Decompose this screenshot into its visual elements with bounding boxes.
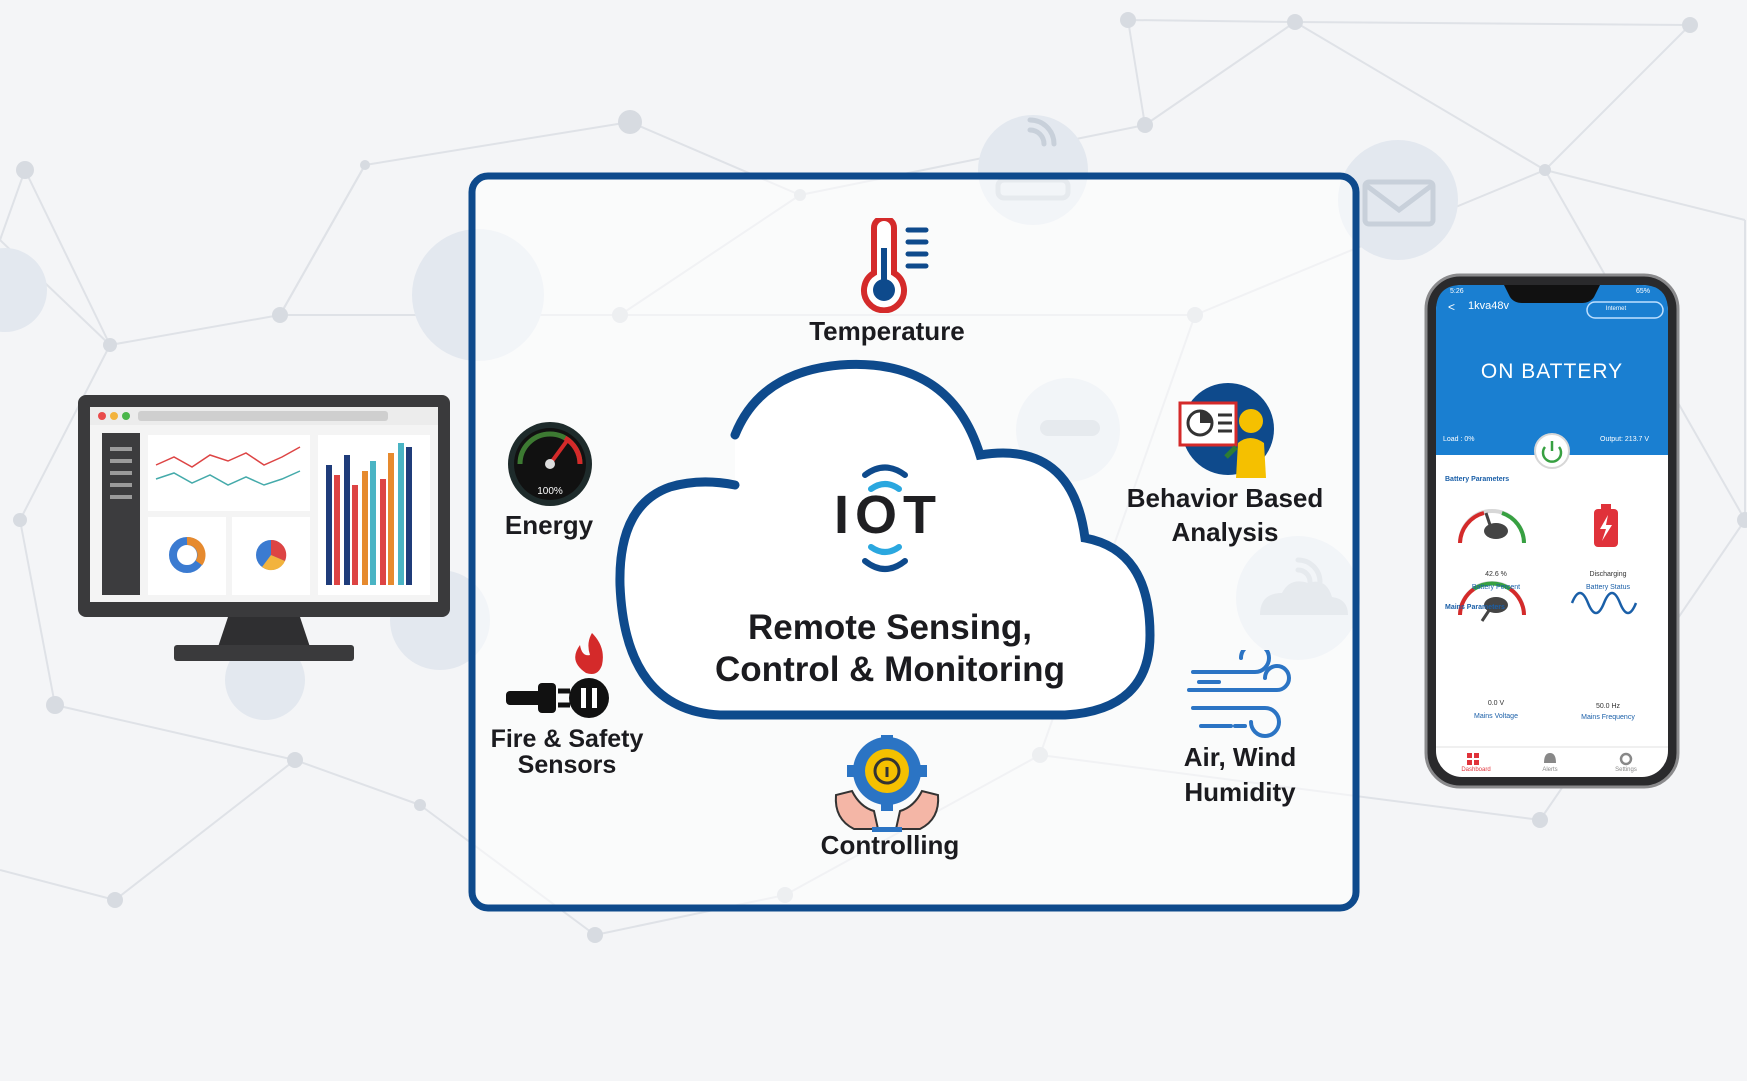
fire-label-line2: Sensors bbox=[517, 751, 617, 779]
phone-battery-percent-value: 42.6 % bbox=[1485, 571, 1507, 578]
smartphone-frame bbox=[1424, 273, 1680, 789]
desktop-monitor-illustration bbox=[78, 395, 450, 661]
phone-nav-dashboard[interactable]: Dashboard bbox=[1461, 767, 1491, 773]
phone-mains-freq-label: Mains Frequency bbox=[1581, 714, 1635, 721]
phone-mains-freq-value: 50.0 Hz bbox=[1595, 703, 1621, 710]
temperature-label: Temperature bbox=[809, 316, 965, 346]
energy-gauge-icon bbox=[508, 422, 592, 506]
phone-load-text: Load : 0% bbox=[1443, 436, 1475, 443]
energy-gauge-value: 100% bbox=[537, 486, 563, 497]
phone-mains-voltage-value: 0.0 V bbox=[1487, 700, 1505, 707]
center-title-line1: Remote Sensing, bbox=[748, 608, 1032, 647]
phone-connection-badge[interactable]: Internet bbox=[1605, 306, 1627, 312]
phone-status-time: 5:26 bbox=[1450, 288, 1464, 295]
center-title-line2: Control & Monitoring bbox=[715, 650, 1065, 689]
phone-device-name: 1kva48v bbox=[1468, 300, 1509, 312]
phone-battery-percent-label: Battery Percent bbox=[1471, 584, 1521, 591]
wind-icon bbox=[1187, 650, 1291, 738]
phone-nav-settings[interactable]: Settings bbox=[1615, 767, 1637, 773]
phone-back-icon[interactable]: < bbox=[1448, 300, 1456, 314]
fire-label-line1: Fire & Safety bbox=[490, 725, 644, 753]
thermometer-icon bbox=[861, 218, 929, 313]
behavior-label-line1: Behavior Based bbox=[1126, 483, 1324, 513]
phone-nav-alerts[interactable]: Alerts bbox=[1542, 767, 1558, 773]
controlling-label: Controlling bbox=[820, 830, 960, 860]
air-label-line1: Air, Wind bbox=[1183, 742, 1297, 772]
phone-battery-status-value: Discharging bbox=[1589, 571, 1627, 578]
air-label-line2: Humidity bbox=[1184, 777, 1296, 807]
behavior-analysis-icon bbox=[1178, 383, 1274, 478]
gear-hands-icon bbox=[834, 735, 940, 832]
phone-mains-voltage-label: Mains Voltage bbox=[1474, 713, 1518, 720]
central-cloud bbox=[615, 359, 1155, 720]
phone-mains-section: Mains Parameters bbox=[1445, 604, 1505, 611]
iot-signal-icon bbox=[862, 464, 908, 572]
fire-sensor-icon bbox=[506, 633, 609, 718]
phone-battery-status-label: Battery Status bbox=[1586, 584, 1630, 591]
phone-battery-section: Battery Parameters bbox=[1445, 476, 1510, 483]
behavior-label-line2: Analysis bbox=[1171, 517, 1279, 547]
energy-label: Energy bbox=[504, 510, 594, 540]
iot-logo-text: IOT bbox=[834, 485, 942, 545]
phone-status-banner: ON BATTERY bbox=[1480, 360, 1624, 383]
phone-status-battery: 65% bbox=[1636, 288, 1651, 295]
phone-output-text: Output: 213.7 V bbox=[1600, 436, 1650, 443]
